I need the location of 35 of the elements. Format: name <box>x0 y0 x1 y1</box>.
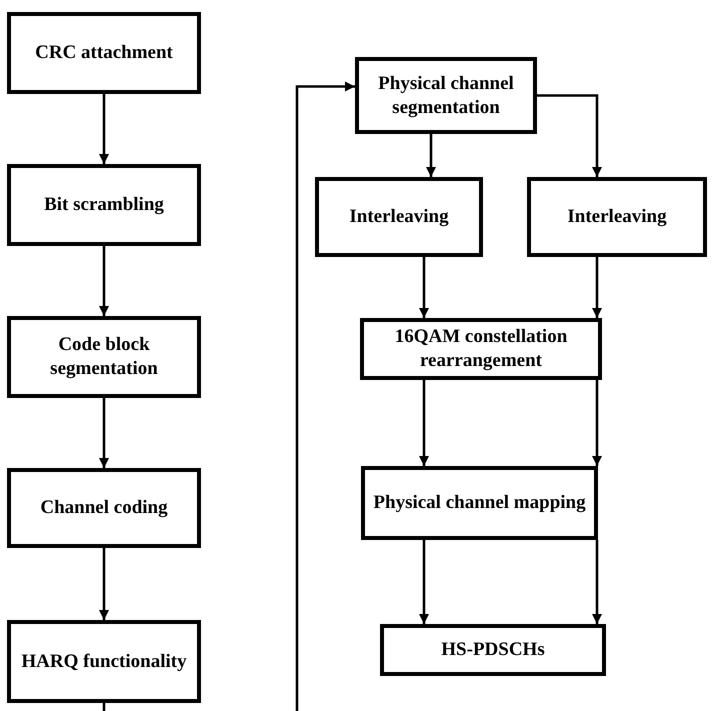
arrow <box>99 548 109 620</box>
arrow <box>426 134 436 177</box>
arrow <box>592 257 602 318</box>
arrow <box>592 540 602 624</box>
box-label: Code block segmentation <box>49 333 159 381</box>
arrow <box>419 380 429 466</box>
arrow <box>99 398 109 468</box>
arrow <box>419 540 429 624</box>
process-box <box>7 164 201 246</box>
box-label: Bit scrambling <box>44 193 164 217</box>
box-label: HS-PDSCHs <box>441 638 545 662</box>
process-box <box>355 57 537 134</box>
box-label: CRC attachment <box>35 41 173 65</box>
box-label: Channel coding <box>40 496 168 520</box>
process-box <box>7 12 201 94</box>
box-label: Interleaving <box>349 205 449 229</box>
process-box <box>527 177 707 257</box>
arrow <box>99 246 109 316</box>
arrow <box>99 94 109 164</box>
box-label: 16QAM constellation rearrangement <box>394 325 568 373</box>
process-box <box>380 624 606 676</box>
process-box <box>361 466 598 540</box>
box-label: Physical channel segmentation <box>377 72 515 120</box>
arrow <box>592 380 602 466</box>
box-label: HARQ functionality <box>21 650 187 674</box>
process-box <box>7 468 201 548</box>
process-box <box>7 620 201 703</box>
arrow <box>102 82 355 711</box>
process-box <box>360 318 602 380</box>
process-box <box>315 177 483 257</box>
box-label: Physical channel mapping <box>373 491 586 515</box>
box-label: Interleaving <box>567 205 667 229</box>
process-box <box>7 316 201 398</box>
arrow <box>419 257 429 318</box>
arrow <box>537 94 602 177</box>
